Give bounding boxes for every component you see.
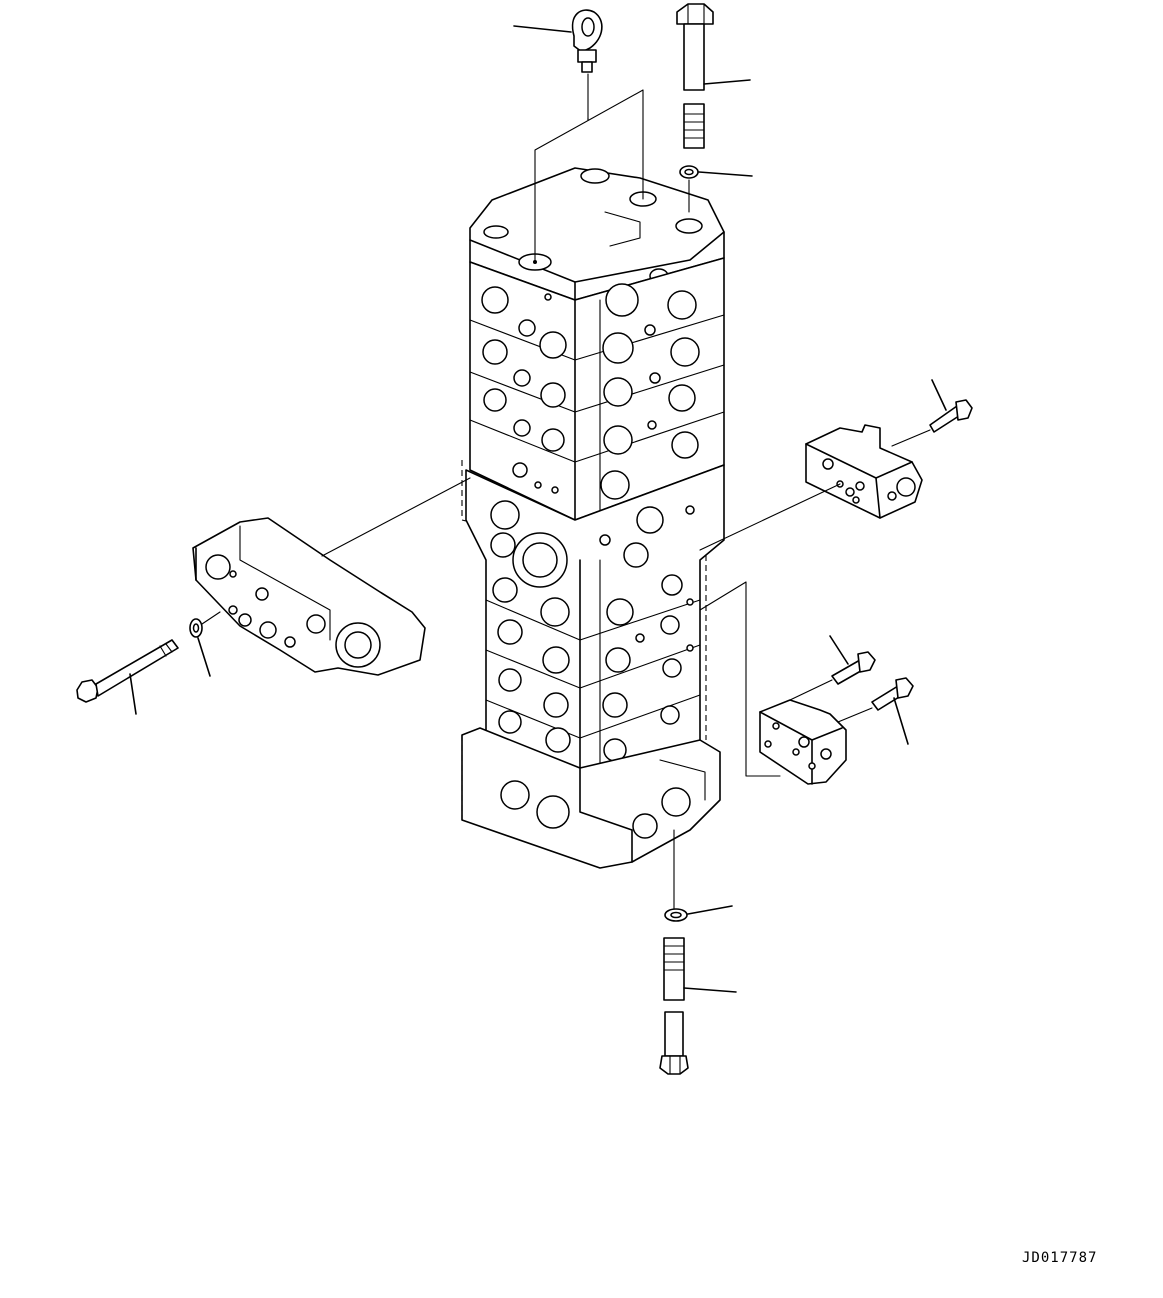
bolt-right-upper xyxy=(892,380,972,446)
bottom-cover xyxy=(462,728,720,868)
bolt-lower-right-a xyxy=(790,636,875,700)
eye-bolt xyxy=(514,10,602,120)
upper-port-holes xyxy=(482,284,699,499)
lower-valve-sections xyxy=(466,465,724,810)
valve-block-lower-right xyxy=(760,700,846,784)
tie-bolt-bottom xyxy=(660,938,736,1074)
valve-block-right xyxy=(806,425,922,518)
top-cover xyxy=(470,168,724,300)
drawing-number: JD017787 xyxy=(1022,1250,1098,1266)
tie-bolt-upper xyxy=(677,4,750,148)
tie-bolt-left xyxy=(77,640,178,714)
control-valve-assembly xyxy=(462,168,724,868)
washer-upper xyxy=(680,166,752,212)
upper-valve-sections xyxy=(470,258,724,520)
inlet-end-block xyxy=(193,518,425,675)
bolt-lower-right-b xyxy=(838,678,913,744)
washer-bottom xyxy=(665,830,732,921)
washer-left xyxy=(190,612,220,676)
lower-port-holes xyxy=(491,501,694,770)
